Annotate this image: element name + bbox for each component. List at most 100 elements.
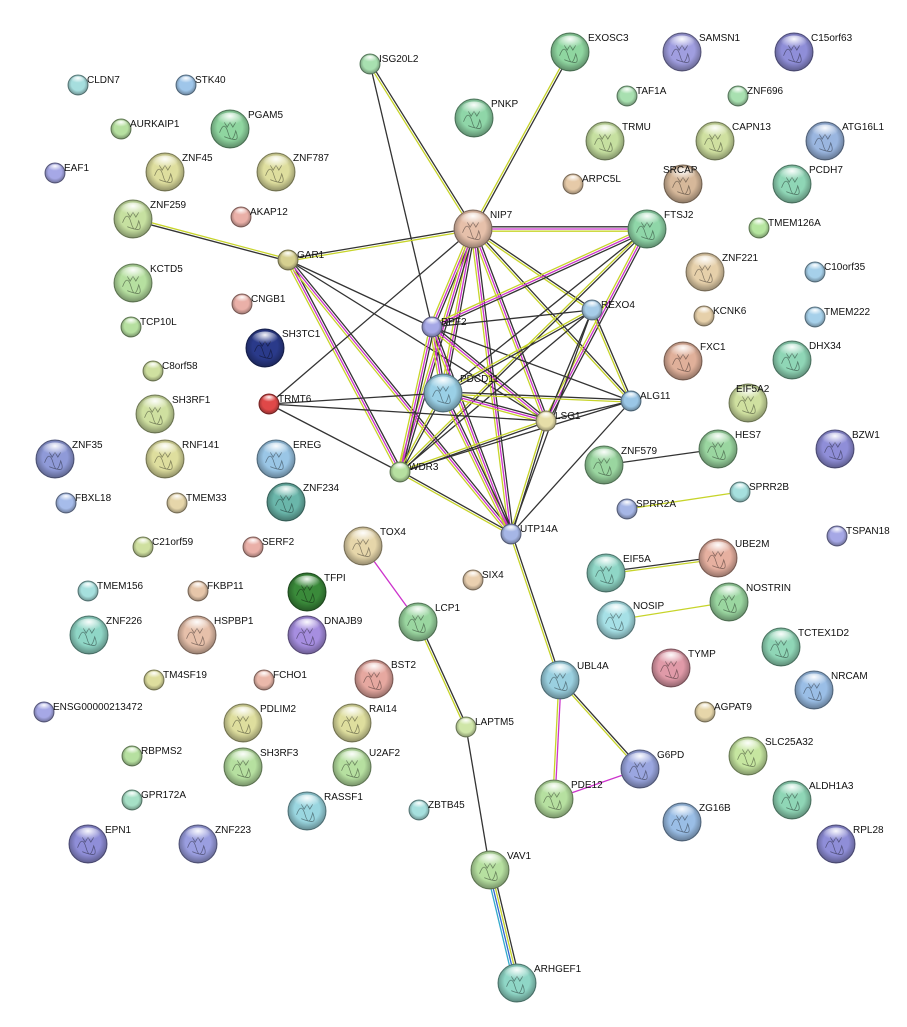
node-stk40[interactable]: STK40 [175,74,226,96]
node-c21orf59[interactable]: C21orf59 [132,536,194,558]
node-u2af2[interactable]: U2AF2 [332,747,401,787]
node-epn1[interactable]: EPN1 [68,824,132,864]
node-znf35[interactable]: ZNF35 [35,439,103,479]
node-nrcam[interactable]: NRCAM [794,670,868,710]
node-akap12[interactable]: AKAP12 [230,206,288,228]
node-wdr3[interactable]: WDR3 [389,461,439,483]
node-tox4[interactable]: TOX4 [343,526,406,566]
node-sh3rf3[interactable]: SH3RF3 [223,747,299,787]
node-srcap[interactable]: SRCAP [663,164,703,204]
node-trmt6[interactable]: TRMT6 [258,393,312,415]
node-znf579[interactable]: ZNF579 [584,445,658,485]
node-znf45[interactable]: ZNF45 [145,152,213,192]
node-cldn7[interactable]: CLDN7 [67,74,120,96]
node-capn13[interactable]: CAPN13 [695,121,771,161]
node-dhx34[interactable]: DHX34 [772,340,842,380]
node-tspan18[interactable]: TSPAN18 [826,525,890,547]
node-rexo4[interactable]: REXO4 [581,299,635,321]
node-tymp[interactable]: TYMP [651,648,716,688]
node-znf234[interactable]: ZNF234 [266,482,340,522]
node-exosc3[interactable]: EXOSC3 [550,32,629,72]
node-tmem33[interactable]: TMEM33 [166,492,227,514]
node-eif5a[interactable]: EIF5A [586,553,651,593]
node-trmu[interactable]: TRMU [585,121,651,161]
node-sprr2b[interactable]: SPRR2B [729,481,789,503]
node-arhgef1[interactable]: ARHGEF1 [497,963,582,1003]
node-ensg00000213472[interactable]: ENSG00000213472 [33,701,143,723]
node-c8orf58[interactable]: C8orf58 [142,360,198,382]
node-samsn1[interactable]: SAMSN1 [662,32,741,72]
node-rassf1[interactable]: RASSF1 [287,791,363,831]
node-zbtb45[interactable]: ZBTB45 [408,799,465,821]
node-atg16l1[interactable]: ATG16L1 [805,121,884,161]
node-pde12[interactable]: PDE12 [534,779,603,819]
node-fxc1[interactable]: FXC1 [663,341,726,381]
node-agpat9[interactable]: AGPAT9 [694,701,752,723]
node-rbpms2[interactable]: RBPMS2 [121,745,183,767]
node-pnkp[interactable]: PNKP [454,98,519,138]
node-g6pd[interactable]: G6PD [620,749,684,789]
node-pgam5[interactable]: PGAM5 [210,109,283,149]
node-rnf141[interactable]: RNF141 [145,439,220,479]
node-slc25a32[interactable]: SLC25A32 [728,736,814,776]
node-aurkaip1[interactable]: AURKAIP1 [110,118,180,140]
node-nostrin[interactable]: NOSTRIN [709,582,791,622]
node-sprr2a[interactable]: SPRR2A [616,498,676,520]
node-gpr172a[interactable]: GPR172A [121,789,186,811]
node-tmem156[interactable]: TMEM156 [77,580,144,602]
node-rpl28[interactable]: RPL28 [816,824,884,864]
node-tm4sf19[interactable]: TM4SF19 [143,669,207,691]
node-tmem222[interactable]: TMEM222 [804,306,871,328]
node-rai14[interactable]: RAI14 [332,703,397,743]
node-sh3rf1[interactable]: SH3RF1 [135,394,211,434]
node-nip7[interactable]: NIP7 [453,209,513,249]
node-pcdh7[interactable]: PCDH7 [772,164,843,204]
node-utp14a[interactable]: UTP14A [500,523,558,545]
node-lsg1[interactable]: LSG1 [535,410,581,432]
node-kcnk6[interactable]: KCNK6 [693,305,747,327]
node-tcp10l[interactable]: TCP10L [120,316,177,338]
node-kctd5[interactable]: KCTD5 [113,263,183,303]
node-c10orf35[interactable]: C10orf35 [804,261,866,283]
node-pdcd11[interactable]: PDCD11 [423,373,499,413]
node-cngb1[interactable]: CNGB1 [231,293,286,315]
node-znf221[interactable]: ZNF221 [685,252,759,292]
node-alg11[interactable]: ALG11 [620,390,671,412]
node-eaf1[interactable]: EAF1 [44,162,89,184]
node-zg16b[interactable]: ZG16B [662,802,731,842]
node-ube2m[interactable]: UBE2M [698,538,769,578]
node-tfpi[interactable]: TFPI [287,572,346,612]
node-isg20l2[interactable]: ISG20L2 [359,53,419,75]
node-serf2[interactable]: SERF2 [242,536,295,558]
node-gar1[interactable]: GAR1 [277,249,325,271]
node-rpf2[interactable]: RPF2 [421,316,467,338]
node-nosip[interactable]: NOSIP [596,600,664,640]
node-znf226[interactable]: ZNF226 [69,615,143,655]
node-znf696[interactable]: ZNF696 [727,85,784,107]
node-lcp1[interactable]: LCP1 [398,602,460,642]
node-ereg[interactable]: EREG [256,439,322,479]
node-ftsj2[interactable]: FTSJ2 [627,209,694,249]
node-vav1[interactable]: VAV1 [470,850,532,890]
node-ubl4a[interactable]: UBL4A [540,660,609,700]
node-bst2[interactable]: BST2 [354,659,416,699]
node-eif5a2[interactable]: EIF5A2 [728,383,770,423]
node-hes7[interactable]: HES7 [698,429,762,469]
node-fbxl18[interactable]: FBXL18 [55,492,112,514]
node-znf223[interactable]: ZNF223 [178,824,252,864]
node-aldh1a3[interactable]: ALDH1A3 [772,780,854,820]
node-znf259[interactable]: ZNF259 [113,199,187,239]
node-hspbp1[interactable]: HSPBP1 [177,615,254,655]
node-fkbp11[interactable]: FKBP11 [187,580,244,602]
node-fcho1[interactable]: FCHO1 [253,669,307,691]
node-tmem126a[interactable]: TMEM126A [748,217,821,239]
node-taf1a[interactable]: TAF1A [616,85,667,107]
node-pdlim2[interactable]: PDLIM2 [223,703,297,743]
node-laptm5[interactable]: LAPTM5 [455,716,514,738]
node-dnajb9[interactable]: DNAJB9 [287,615,363,655]
node-sh3tc1[interactable]: SH3TC1 [245,328,321,368]
node-tctex1d2[interactable]: TCTEX1D2 [761,627,850,667]
node-znf787[interactable]: ZNF787 [256,152,330,192]
node-bzw1[interactable]: BZW1 [815,429,880,469]
node-arpc5l[interactable]: ARPC5L [562,173,621,195]
